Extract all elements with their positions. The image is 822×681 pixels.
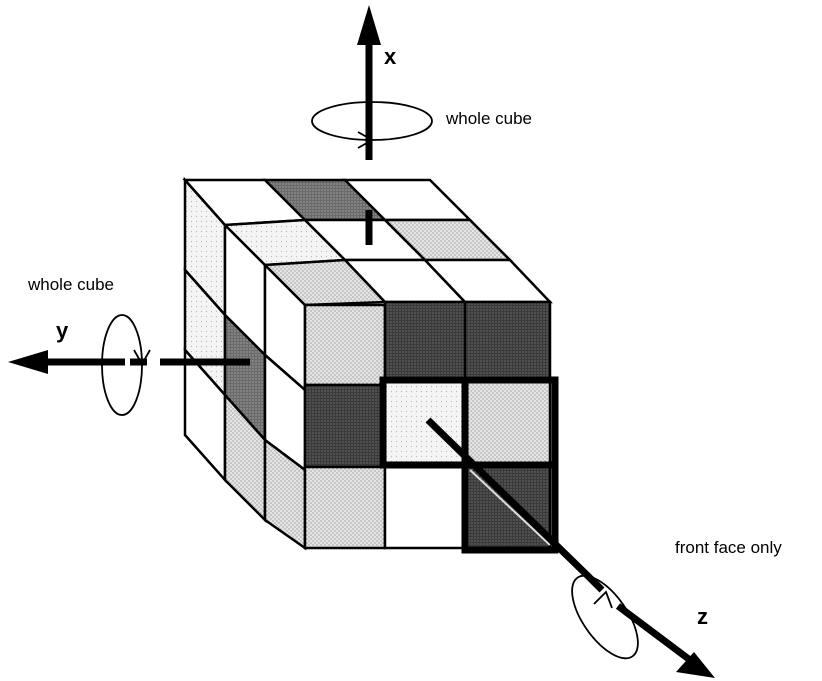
- front-face-tile: [383, 462, 467, 550]
- left-face: [183, 176, 307, 551]
- front-face-tile: [463, 380, 552, 466]
- front-face-tile: [303, 465, 387, 550]
- front-face-tile: [383, 300, 467, 384]
- top-face: [182, 178, 553, 307]
- z-axis: [425, 417, 715, 678]
- y-rotation-label: whole cube: [27, 275, 114, 294]
- front-face-tile: [463, 300, 552, 384]
- front-face: [303, 300, 552, 550]
- front-face-tile: [383, 380, 467, 466]
- diagonal-mark: [469, 469, 551, 546]
- x-axis-label: x: [384, 44, 397, 69]
- x-axis-arrowhead: [357, 5, 381, 45]
- z-rotation-arrow-icon: [593, 590, 613, 609]
- y-axis-label: y: [56, 318, 69, 343]
- front-face-tile: [303, 383, 387, 469]
- y-axis: [8, 314, 250, 416]
- z-axis-arrowhead: [676, 652, 715, 678]
- front-face-tile: [303, 303, 387, 387]
- x-rotation-label: whole cube: [445, 109, 532, 128]
- y-rotation-arrow-icon: [133, 349, 151, 366]
- z-rotation-ellipse: [571, 574, 639, 660]
- x-rotation-arrow-icon: [357, 131, 374, 149]
- z-axis-label: z: [697, 604, 708, 629]
- x-axis: [311, 5, 433, 245]
- front-face-highlight: [379, 376, 559, 554]
- z-rotation-label: front face only: [675, 538, 782, 557]
- y-axis-arrowhead: [8, 350, 48, 374]
